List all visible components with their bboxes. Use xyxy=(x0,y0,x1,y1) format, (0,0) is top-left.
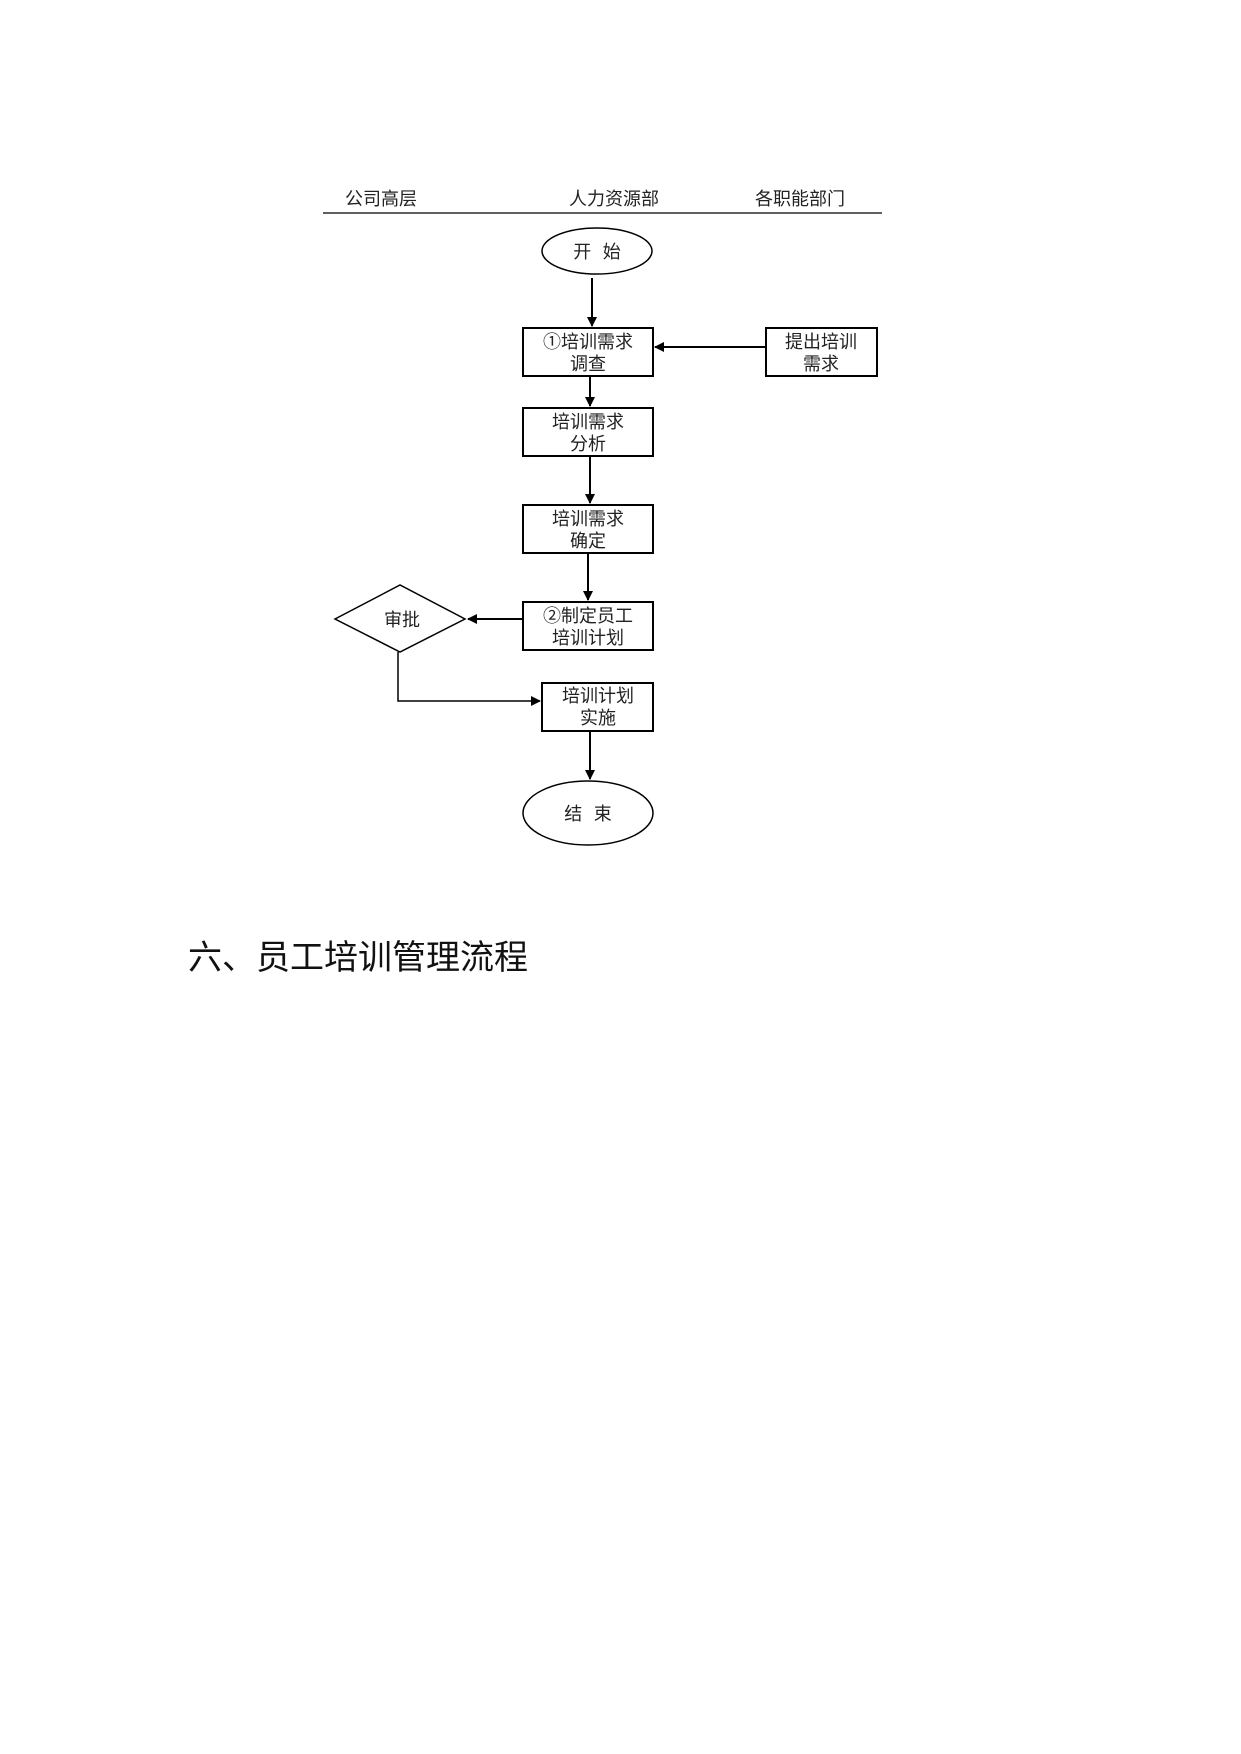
lane-label-departments: 各职能部门 xyxy=(755,189,845,210)
plan-node-label-line1: ②制定员工 xyxy=(543,606,633,627)
propose-node-label-line1: 提出培训 xyxy=(785,332,857,353)
survey-node: ①培训需求 调查 xyxy=(522,327,654,377)
arrow-approve-to-implement xyxy=(397,652,541,706)
confirm-node-label-line2: 确定 xyxy=(570,531,606,552)
end-node: 结 束 xyxy=(522,780,654,846)
analysis-node-label-line1: 培训需求 xyxy=(552,412,624,433)
lane-label-hr: 人力资源部 xyxy=(569,189,659,210)
propose-node: 提出培训 需求 xyxy=(765,327,878,377)
propose-node-label-line2: 需求 xyxy=(803,354,839,375)
lane-label-management: 公司高层 xyxy=(345,189,417,210)
implement-node-label-line2: 实施 xyxy=(580,708,616,729)
survey-node-label-line1: ①培训需求 xyxy=(543,332,633,353)
approve-node: 审批 xyxy=(333,584,467,653)
plan-node: ②制定员工 培训计划 xyxy=(522,601,654,651)
section-heading: 六、员工培训管理流程 xyxy=(188,938,528,978)
confirm-node: 培训需求 确定 xyxy=(522,504,654,554)
start-node-label: 开 始 xyxy=(573,242,620,263)
start-node: 开 始 xyxy=(541,227,653,275)
approve-node-label: 审批 xyxy=(384,610,420,631)
analysis-node: 培训需求 分析 xyxy=(522,407,654,457)
survey-node-label-line2: 调查 xyxy=(570,354,606,375)
confirm-node-label-line1: 培训需求 xyxy=(552,509,624,530)
implement-node-label-line1: 培训计划 xyxy=(562,686,634,707)
analysis-node-label-line2: 分析 xyxy=(570,434,606,455)
training-flowchart: 公司高层 人力资源部 各职能部门 开 始 ①培训需求 调查 提出培训 需求 培训… xyxy=(323,189,882,846)
implement-node: 培训计划 实施 xyxy=(541,682,654,732)
plan-node-label-line2: 培训计划 xyxy=(552,628,624,649)
end-node-label: 结 束 xyxy=(564,804,611,825)
